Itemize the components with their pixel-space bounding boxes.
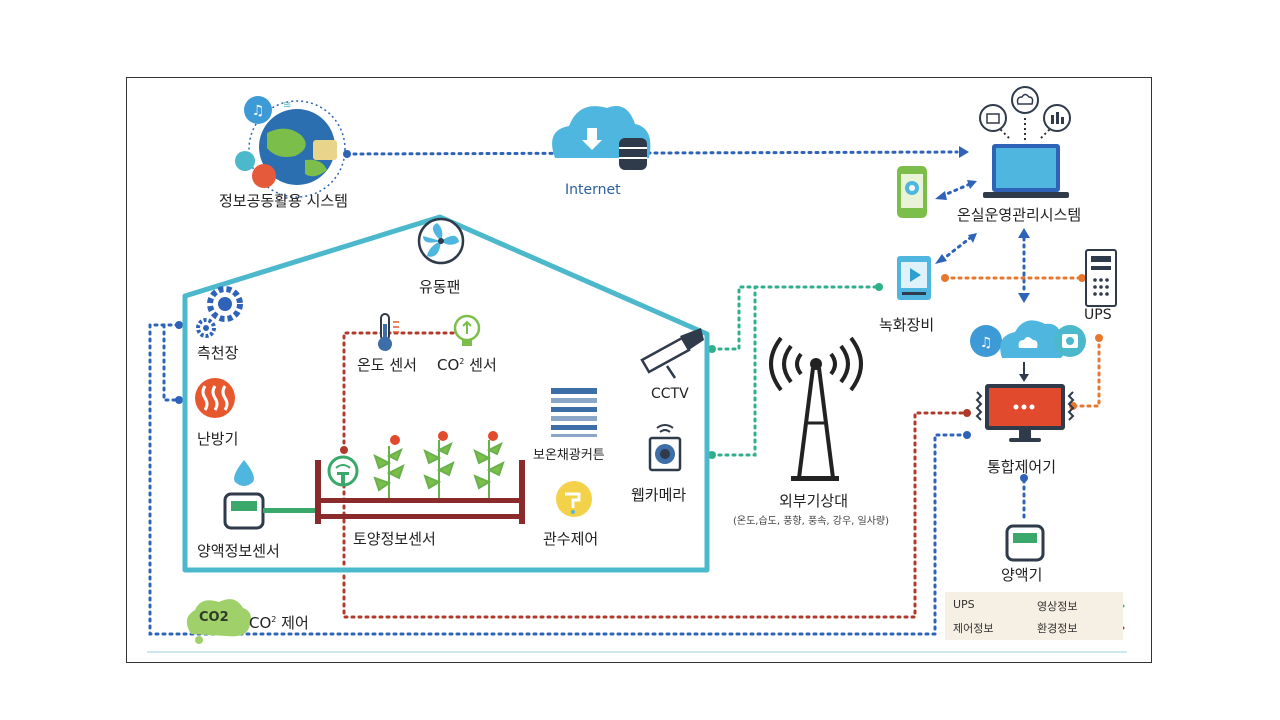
svg-text:♫: ♫: [252, 103, 265, 119]
controller-monitor-icon: [975, 384, 1075, 442]
control-link: [148, 321, 971, 636]
environment-link: [340, 331, 971, 619]
recorder-label: 녹화장비: [879, 316, 935, 334]
controller-cloud-icon: ♫: [970, 320, 1086, 382]
internet-cloud-icon: [552, 106, 651, 170]
nutrient-sensor-label: 양액정보센서: [197, 542, 280, 560]
weather-tower-icon: [769, 336, 863, 481]
co2-sensor-prefix: CO: [437, 356, 460, 374]
co2-control-prefix: CO: [249, 614, 272, 632]
fan-icon: [417, 217, 465, 265]
controller-label: 통합제어기: [987, 458, 1057, 476]
plant-bed: [315, 431, 525, 524]
legend-video: 영상정보: [1037, 600, 1078, 613]
mgmt-system-label: 온실운영관리시스템: [957, 206, 1082, 224]
legend-control: 제어정보: [953, 622, 994, 635]
thermometer-icon: [378, 313, 399, 351]
co2-control-suffix: 제어: [276, 614, 309, 632]
co2-sensor-label: CO2 센서: [437, 354, 497, 375]
irrigation-icon: [556, 481, 592, 517]
co2-cloud-icon: [186, 599, 251, 644]
smartphone-icon: [897, 166, 927, 218]
legend-environment: 환경정보: [1037, 622, 1078, 635]
soil-sensor-label: 토양정보센서: [353, 530, 436, 548]
ups-icon: [1085, 249, 1117, 307]
legend-ups: UPS: [953, 598, 975, 611]
nutrient-dispenser-icon: [1005, 524, 1045, 562]
cctv-icon: [640, 328, 704, 379]
heater-label: 난방기: [197, 430, 239, 448]
webcam-label: 웹카메라: [631, 486, 687, 504]
weather-items-label: (온도,습도, 풍향, 풍속, 강우, 일사량): [733, 516, 890, 527]
internet-link: [343, 146, 969, 158]
fan-label: 유동팬: [419, 278, 461, 296]
svg-text:≋: ≋: [283, 100, 291, 111]
smart-greenhouse-diagram: ♫ ≋: [147, 86, 1127, 653]
laptop-icon: [979, 86, 1071, 198]
gear-icon: [196, 286, 243, 338]
nutrient-sensor-icon: [223, 460, 315, 530]
temp-sensor-label: 온도 센서: [357, 356, 417, 374]
ups-recorder-link: [941, 274, 1086, 282]
webcam-icon: [648, 424, 682, 472]
vent-label: 측천장: [197, 344, 239, 362]
co2-badge-label: CO2: [199, 610, 229, 625]
heater-icon: [195, 378, 235, 418]
curtain-icon: [551, 388, 597, 437]
internet-label: Internet: [565, 182, 621, 198]
co2-control-sup: 2: [271, 615, 277, 624]
globe-icon: ♫ ≋: [235, 96, 346, 198]
diagram-frame: ♫ ≋: [126, 77, 1152, 663]
nutrient-dispenser-label: 양액기: [1001, 566, 1043, 584]
curtain-label: 보온채광커튼: [533, 448, 605, 463]
irrigation-label: 관수제어: [543, 530, 599, 548]
greenhouse-outline: [182, 214, 710, 573]
video-link: [708, 283, 883, 459]
ups-label: UPS: [1084, 307, 1112, 323]
legend-box: [945, 592, 1123, 640]
recorder-mgmt-link: [935, 233, 977, 264]
recorder-icon: [897, 256, 931, 300]
svg-text:♫: ♫: [980, 335, 993, 351]
ups-controller-link: [1069, 334, 1103, 410]
cctv-label: CCTV: [651, 386, 689, 402]
co2-sensor-sup: 2: [459, 357, 465, 366]
controller-dispenser-link: [1020, 474, 1028, 520]
info-system-label: 정보공동활용 시스템: [219, 192, 348, 210]
co2-sensor-suffix: 센서: [464, 356, 497, 374]
phone-mgmt-link: [935, 180, 977, 200]
weather-station-label: 외부기상대: [779, 492, 849, 510]
co2-sensor-icon: [453, 314, 481, 346]
mgmt-controller-link: [1018, 228, 1030, 303]
co2-control-label: CO2 제어: [249, 612, 309, 633]
